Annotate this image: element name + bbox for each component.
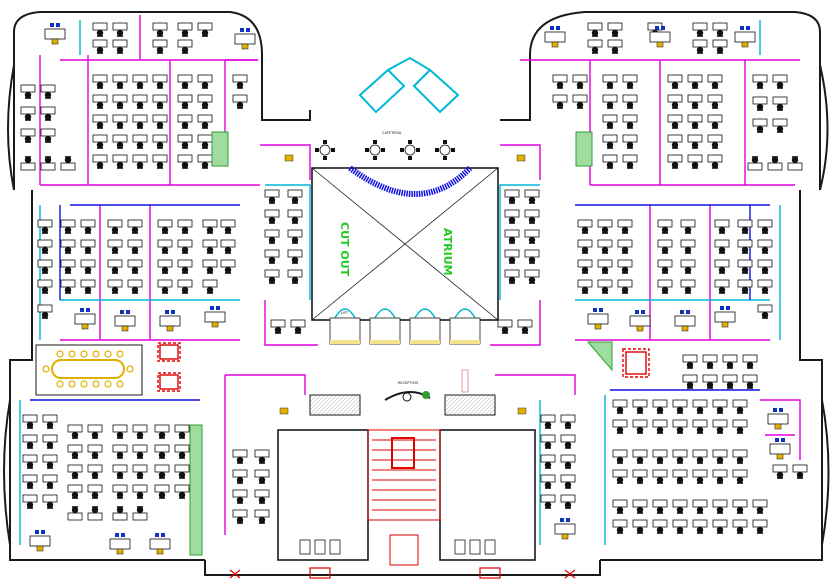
atrium-label: ATRIUM [441, 228, 454, 276]
workstations-right-corridor [497, 189, 576, 540]
workstations-right-lower [612, 354, 808, 535]
meeting-room-right [622, 348, 650, 378]
cafeteria-tables [314, 139, 456, 161]
reception-label: RECEPTION [398, 381, 418, 385]
cutout-label: CUT OUT [338, 222, 351, 277]
workstations-right-middle [577, 219, 773, 332]
meeting-rooms-left [157, 342, 181, 392]
entry-doors [229, 567, 576, 579]
partitions [19, 15, 801, 545]
terrace-feature [358, 56, 460, 114]
workstations-left-lower [22, 414, 190, 555]
cafeteria-label: CAFETERIA [382, 131, 402, 135]
workstations-left-corridor [232, 189, 306, 525]
service-core [277, 394, 536, 566]
outer-walls [3, 11, 830, 576]
lift-label: LIFT [341, 311, 349, 315]
lifts [329, 308, 481, 345]
planters [189, 131, 613, 556]
atrium [311, 165, 499, 321]
reception [384, 391, 431, 402]
cabin-markers [279, 154, 527, 415]
workstations-left-middle [37, 219, 236, 332]
conference-room [35, 344, 143, 396]
